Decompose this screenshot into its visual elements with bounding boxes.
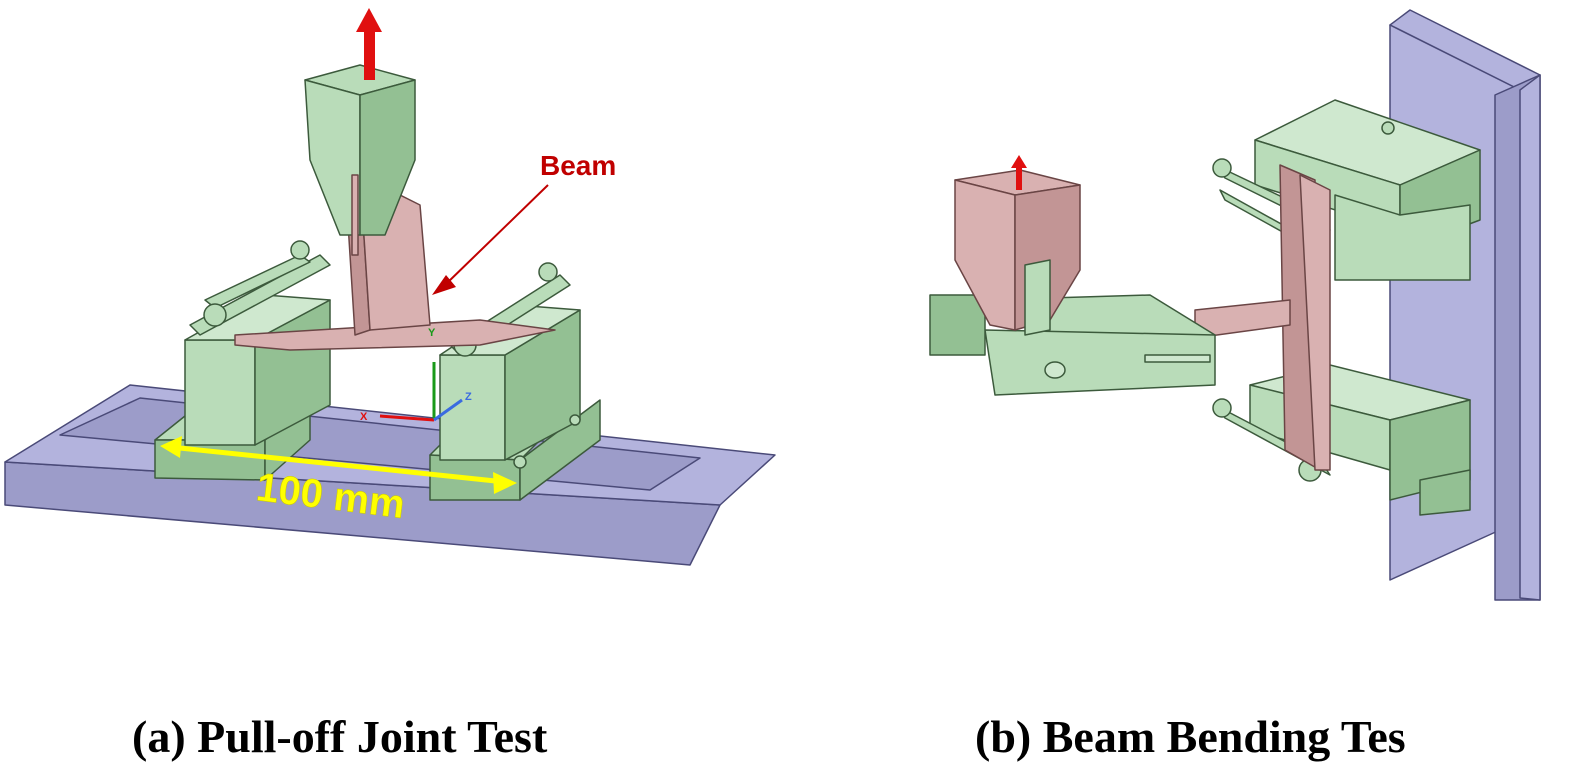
load-arrow: [1011, 155, 1027, 190]
beam-annotation: Beam: [432, 150, 616, 295]
load-grip: [304, 64, 416, 256]
beam-bending-test-diagram: [929, 9, 1541, 601]
wall-plate: [1389, 9, 1541, 601]
coordinate-axes: Y X Z: [360, 327, 472, 423]
pull-off-test-diagram: Y X Z Beam 100 mm: [4, 8, 776, 566]
caption-b: (b) Beam Bending Tes: [975, 711, 1406, 762]
fixture-block: [929, 294, 1216, 396]
bending-specimen: [1194, 164, 1331, 471]
z-axis-label: Z: [465, 391, 472, 403]
beam-label: Beam: [540, 150, 616, 181]
upper-clamp: [1212, 99, 1481, 281]
x-axis-label: X: [360, 411, 368, 423]
caption-a: (a) Pull-off Joint Test: [132, 711, 548, 762]
load-arrow: [356, 8, 382, 80]
base-plate: [4, 384, 776, 566]
y-axis-label: Y: [428, 327, 436, 339]
load-grip: [954, 169, 1081, 336]
